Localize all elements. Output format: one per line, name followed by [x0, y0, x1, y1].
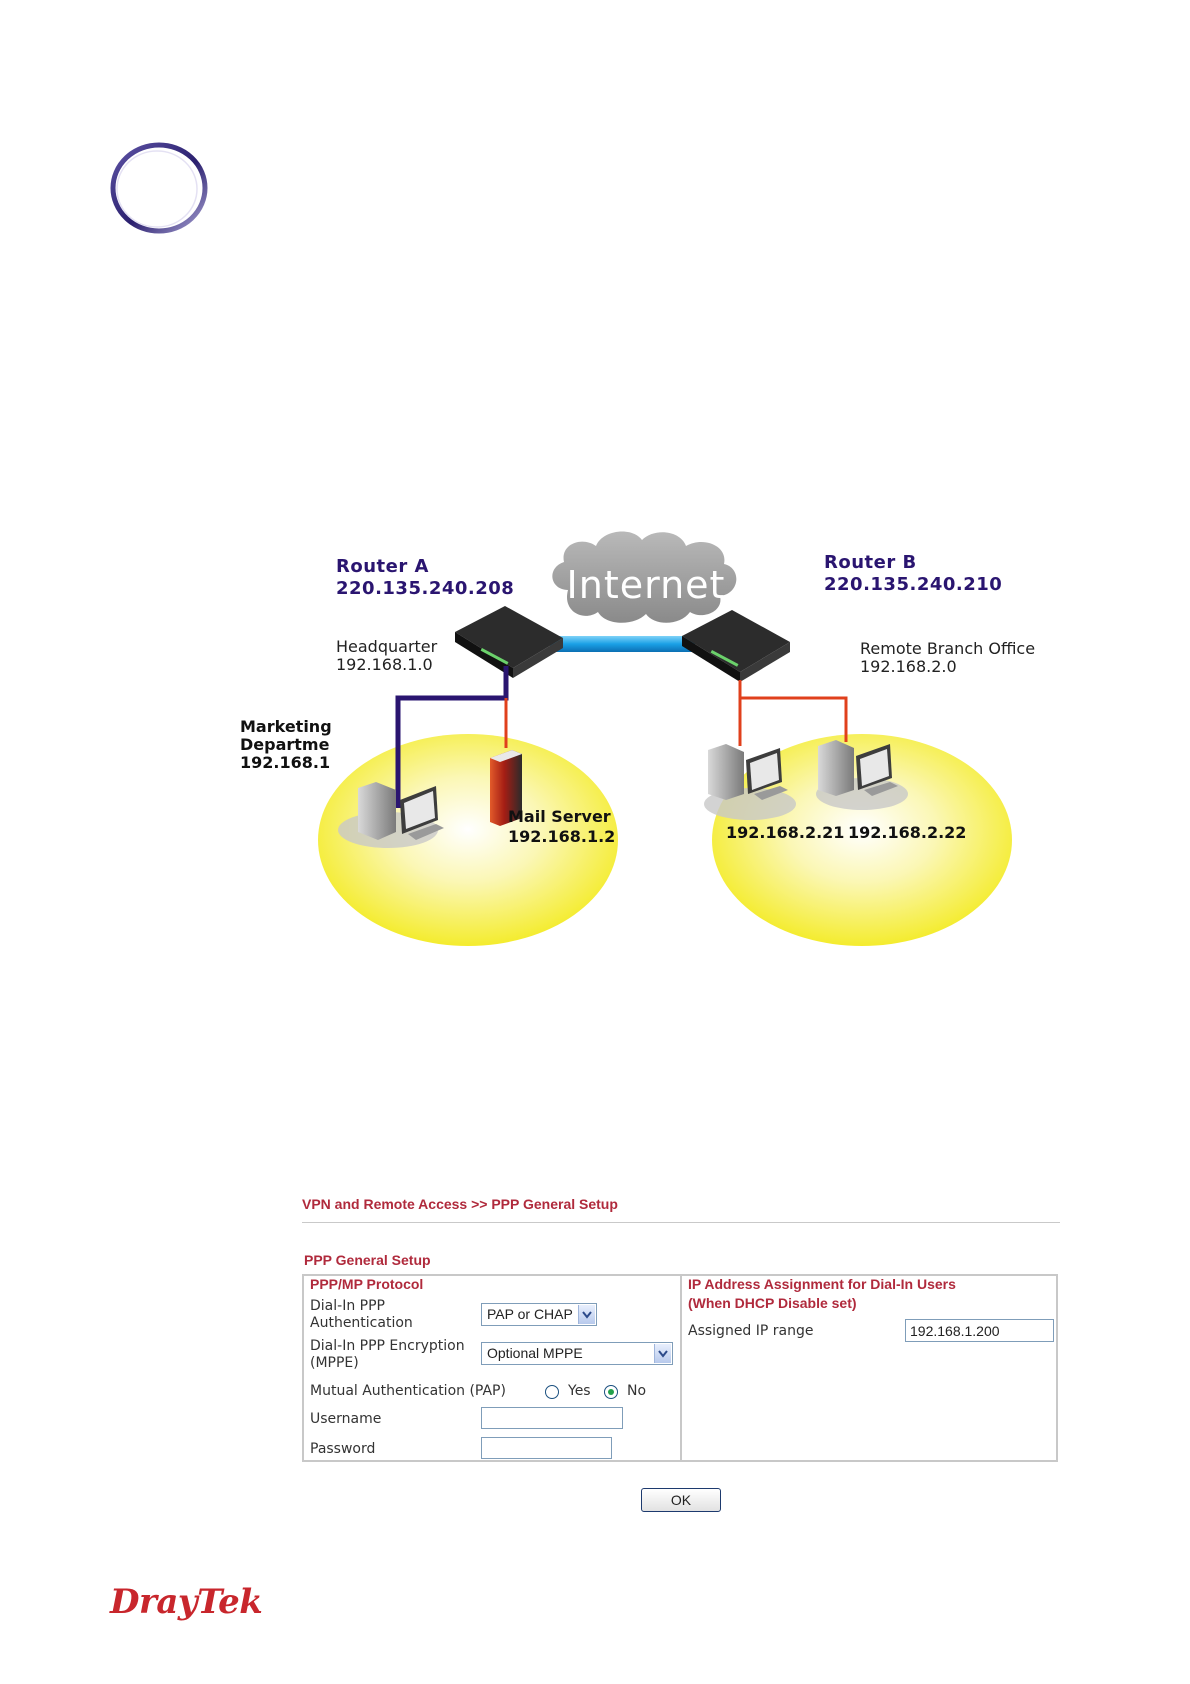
dialin-auth-value: PAP or CHAP — [487, 1306, 573, 1322]
password-label: Password — [310, 1441, 376, 1457]
hq-site-label: Headquarter — [336, 637, 438, 656]
pc2-ip-label: 192.168.2.22 — [848, 823, 966, 842]
router-b-ip: 220.135.240.210 — [824, 574, 1002, 595]
assigned-ip-label: Assigned IP range — [688, 1323, 814, 1339]
branch-lan-cable-2 — [740, 696, 848, 742]
yes-label: Yes — [568, 1383, 591, 1399]
dialin-auth-label-1: Dial-In PPP — [310, 1298, 385, 1314]
dialin-enc-label-1: Dial-In PPP Encryption — [310, 1338, 465, 1354]
chevron-down-icon[interactable] — [578, 1305, 595, 1324]
branch-pc-2-icon — [816, 740, 908, 810]
branch-subnet-label: 192.168.2.0 — [860, 657, 957, 676]
internet-cloud: Internet — [552, 531, 737, 623]
dialin-enc-value: Optional MPPE — [487, 1345, 583, 1361]
hq-pc-icon — [338, 782, 444, 848]
headquarter-zone — [318, 734, 618, 946]
svg-text:Internet: Internet — [567, 563, 726, 607]
marketing-subnet: 192.168.1 — [240, 753, 330, 772]
password-input[interactable] — [481, 1437, 612, 1459]
marketing-label-1: Marketing — [240, 717, 332, 736]
mutual-auth-no-radio[interactable] — [604, 1385, 618, 1399]
ppp-mp-heading: PPP/MP Protocol — [310, 1276, 424, 1292]
branch-pc-1-icon — [704, 744, 796, 820]
dialin-auth-select[interactable]: PAP or CHAP — [481, 1303, 597, 1326]
username-input[interactable] — [481, 1407, 623, 1429]
pc1-ip-label: 192.168.2.21 — [726, 823, 844, 842]
dialin-auth-label-2: Authentication — [310, 1315, 413, 1331]
dialin-enc-select[interactable]: Optional MPPE — [481, 1342, 673, 1365]
ip-assignment-heading: IP Address Assignment for Dial-In Users — [688, 1276, 956, 1292]
section-title: PPP General Setup — [304, 1252, 431, 1268]
mail-server-ip: 192.168.1.2 — [508, 827, 615, 846]
router-b-name: Router B — [824, 552, 917, 573]
mutual-auth-label: Mutual Authentication (PAP) — [310, 1383, 506, 1399]
username-label: Username — [310, 1411, 382, 1427]
column-divider — [680, 1275, 682, 1461]
mail-server-label: Mail Server — [508, 807, 611, 826]
network-diagram: Internet — [240, 531, 1035, 946]
dialin-enc-label-2: (MPPE) — [310, 1355, 359, 1371]
ok-button[interactable]: OK — [641, 1488, 721, 1512]
assigned-ip-input[interactable]: 192.168.1.200 — [905, 1319, 1054, 1342]
router-a-icon — [455, 606, 563, 678]
vpn-tunnel — [550, 636, 695, 652]
draytek-logo: DrayTek — [110, 1582, 263, 1622]
mutual-auth-yes-radio[interactable] — [545, 1385, 559, 1399]
breadcrumb: VPN and Remote Access >> PPP General Set… — [302, 1196, 618, 1212]
router-b-icon — [682, 610, 790, 682]
divider — [302, 1222, 1060, 1223]
hq-subnet-label: 192.168.1.0 — [336, 655, 433, 674]
router-a-name: Router A — [336, 556, 429, 577]
no-label: No — [627, 1383, 647, 1399]
marketing-label-2: Departme — [240, 735, 330, 754]
branch-zone — [712, 734, 1012, 946]
hq-lan-cable — [395, 666, 509, 808]
chapter-ring-icon — [110, 142, 208, 234]
mail-server-icon — [490, 750, 522, 826]
ip-assignment-subheading: (When DHCP Disable set) — [688, 1295, 857, 1311]
router-a-ip: 220.135.240.208 — [336, 578, 514, 599]
chevron-down-icon[interactable] — [654, 1344, 671, 1363]
branch-site-label: Remote Branch Office — [860, 639, 1035, 658]
